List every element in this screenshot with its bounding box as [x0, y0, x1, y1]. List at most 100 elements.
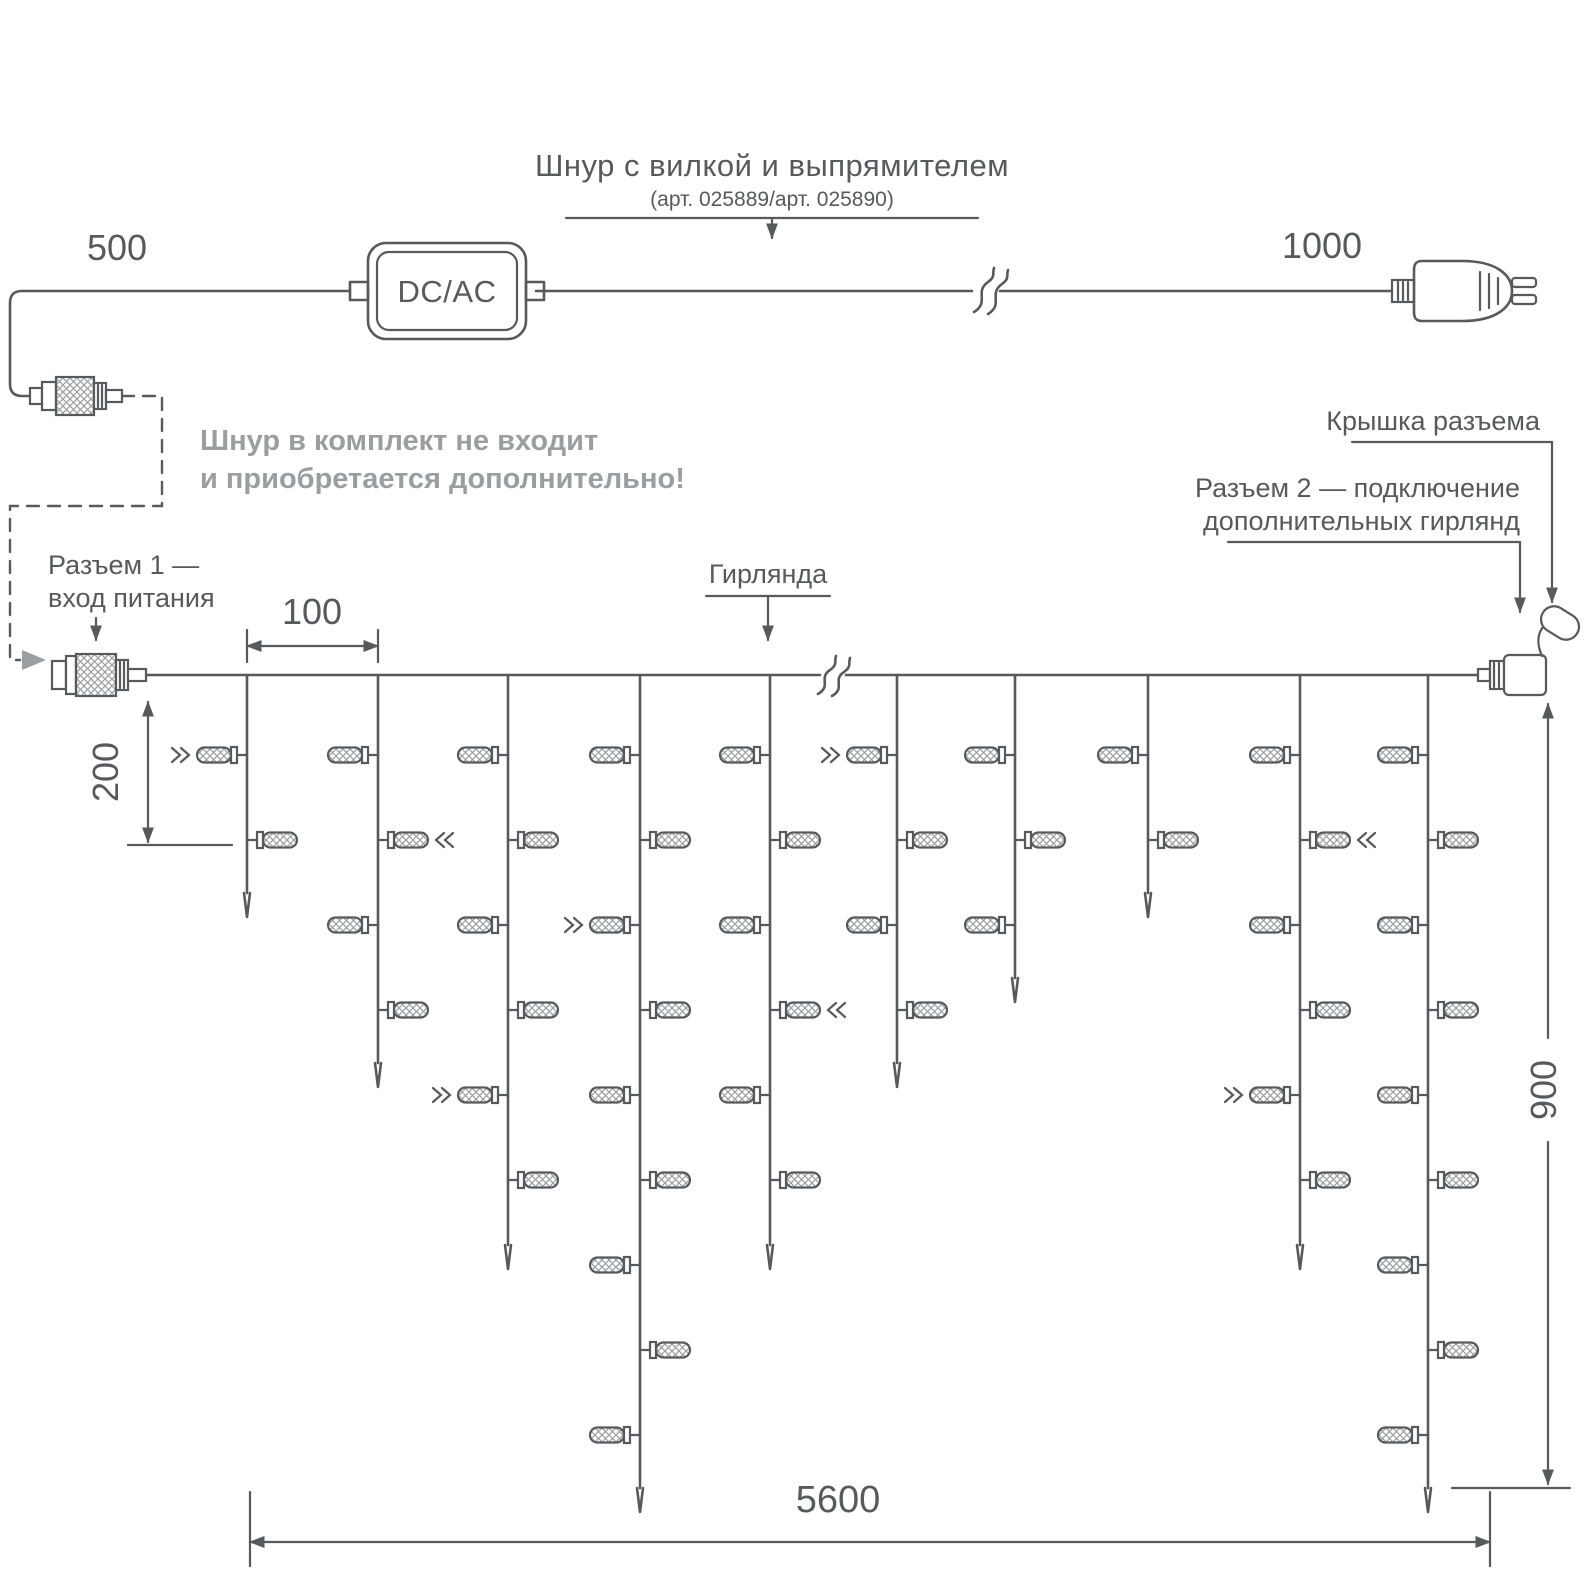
connector1-label-line1: Разъем 1 — — [48, 550, 199, 580]
cord-wire-left — [8, 289, 352, 398]
led-bulb — [654, 1341, 692, 1359]
led-bulb — [1442, 1341, 1480, 1359]
garland-drop-4 — [588, 673, 692, 1514]
direction-chevron — [826, 1001, 847, 1019]
dim-100-value: 100 — [282, 591, 342, 632]
connector2-callout: Разъем 2 — подключение дополнительных ги… — [1195, 473, 1526, 614]
garland-input-connector — [50, 652, 148, 698]
led-bulb — [718, 916, 756, 934]
led-bulb — [1376, 916, 1414, 934]
connector-cap-callout: Крышка разъема — [1326, 406, 1558, 604]
garland-drop-10 — [1376, 673, 1480, 1514]
led-bulb — [261, 831, 299, 849]
garland — [50, 605, 1581, 1514]
dim-900-value: 900 — [1523, 1060, 1564, 1120]
cord-subtitle: (арт. 025889/арт. 025890) — [650, 188, 894, 211]
led-bulb — [1442, 1001, 1480, 1019]
led-bulb — [1314, 831, 1352, 849]
direction-chevron — [1356, 831, 1377, 849]
led-bulb — [654, 1001, 692, 1019]
led-bulb — [588, 1086, 626, 1104]
dim-first-drop: 200 — [85, 700, 234, 847]
converter-box — [366, 241, 528, 341]
garland-drop-6 — [845, 673, 949, 1089]
led-bulb — [1162, 831, 1200, 849]
cord-callout: Шнур с вилкой и выпрямителем (арт. 02588… — [535, 148, 1009, 240]
direction-chevron — [431, 1086, 452, 1104]
direction-chevron — [170, 746, 191, 764]
led-bulb — [456, 1086, 494, 1104]
led-bulb — [1442, 831, 1480, 849]
led-bulb — [1376, 1256, 1414, 1274]
direction-chevron — [820, 746, 841, 764]
dashed-link-path — [8, 394, 164, 662]
led-bulb — [784, 1171, 822, 1189]
connector2-label-line2: дополнительных гирлянд — [1203, 506, 1520, 536]
garland-callout: Гирлянда — [704, 559, 832, 642]
led-bulb — [654, 1171, 692, 1189]
plug-prong-bottom — [1510, 293, 1538, 306]
garland-label: Гирлянда — [709, 559, 828, 589]
led-bulb — [1248, 746, 1286, 764]
dim-max-drop: 900 — [1450, 702, 1572, 1490]
connector-cap — [1539, 605, 1581, 641]
garland-drop-7 — [963, 673, 1067, 1004]
drops-layer — [170, 673, 1480, 1514]
cord-break-mark — [972, 266, 1010, 316]
power-plug — [1390, 259, 1538, 323]
led-bulb — [718, 746, 756, 764]
led-bulb — [911, 831, 949, 849]
converter-box-inner — [375, 250, 519, 332]
led-bulb — [1376, 1426, 1414, 1444]
connector2-body — [1502, 653, 1548, 697]
led-bulb — [456, 916, 494, 934]
led-bulb — [845, 746, 883, 764]
led-bulb — [718, 1086, 756, 1104]
led-bulb — [1376, 1086, 1414, 1104]
led-bulb — [195, 746, 233, 764]
plug-prong-top — [1510, 276, 1538, 289]
dim-200-value: 200 — [85, 742, 126, 802]
led-bulb — [522, 1171, 560, 1189]
led-bulb — [963, 746, 1001, 764]
connector2-label-line1: Разъем 2 — подключение — [1195, 473, 1520, 503]
dim-drop-spacing: 100 — [245, 591, 380, 664]
led-bulb — [326, 916, 364, 934]
connector1-callout: Разъем 1 — вход питания — [48, 550, 215, 642]
led-bulb — [845, 916, 883, 934]
direction-chevron — [434, 831, 455, 849]
converter-inlet — [348, 280, 370, 302]
led-bulb — [588, 1256, 626, 1274]
garland-drop-3 — [456, 673, 560, 1271]
direction-chevron — [1223, 1086, 1244, 1104]
led-bulb — [522, 1001, 560, 1019]
led-bulb — [1248, 1086, 1286, 1104]
converter-label: DC/AC — [398, 274, 497, 309]
led-bulb — [588, 746, 626, 764]
led-bulb — [654, 831, 692, 849]
led-bulb — [963, 916, 1001, 934]
led-bulb — [784, 1001, 822, 1019]
cord-title: Шнур с вилкой и выпрямителем — [535, 148, 1009, 183]
cord-output-connector — [28, 375, 124, 417]
garland-drop-9 — [1248, 673, 1352, 1271]
dim-total-length: 5600 — [248, 1479, 1492, 1568]
garland-drop-5 — [718, 673, 822, 1271]
led-bulb — [1442, 1171, 1480, 1189]
led-bulb — [1029, 831, 1067, 849]
led-bulb — [588, 916, 626, 934]
led-bulb — [588, 1426, 626, 1444]
note-line-2: и приобретается дополнительно! — [200, 463, 685, 495]
led-bulb — [1314, 1171, 1352, 1189]
led-bulb — [326, 746, 364, 764]
led-bulb — [1376, 746, 1414, 764]
garland-drop-2 — [326, 673, 430, 1089]
led-bulb — [1248, 916, 1286, 934]
led-bulb — [1314, 1001, 1352, 1019]
garland-break-mark — [816, 654, 852, 698]
cord-dim-left: 500 — [87, 227, 147, 268]
led-bulb — [456, 746, 494, 764]
connector1-label-line2: вход питания — [48, 583, 215, 613]
